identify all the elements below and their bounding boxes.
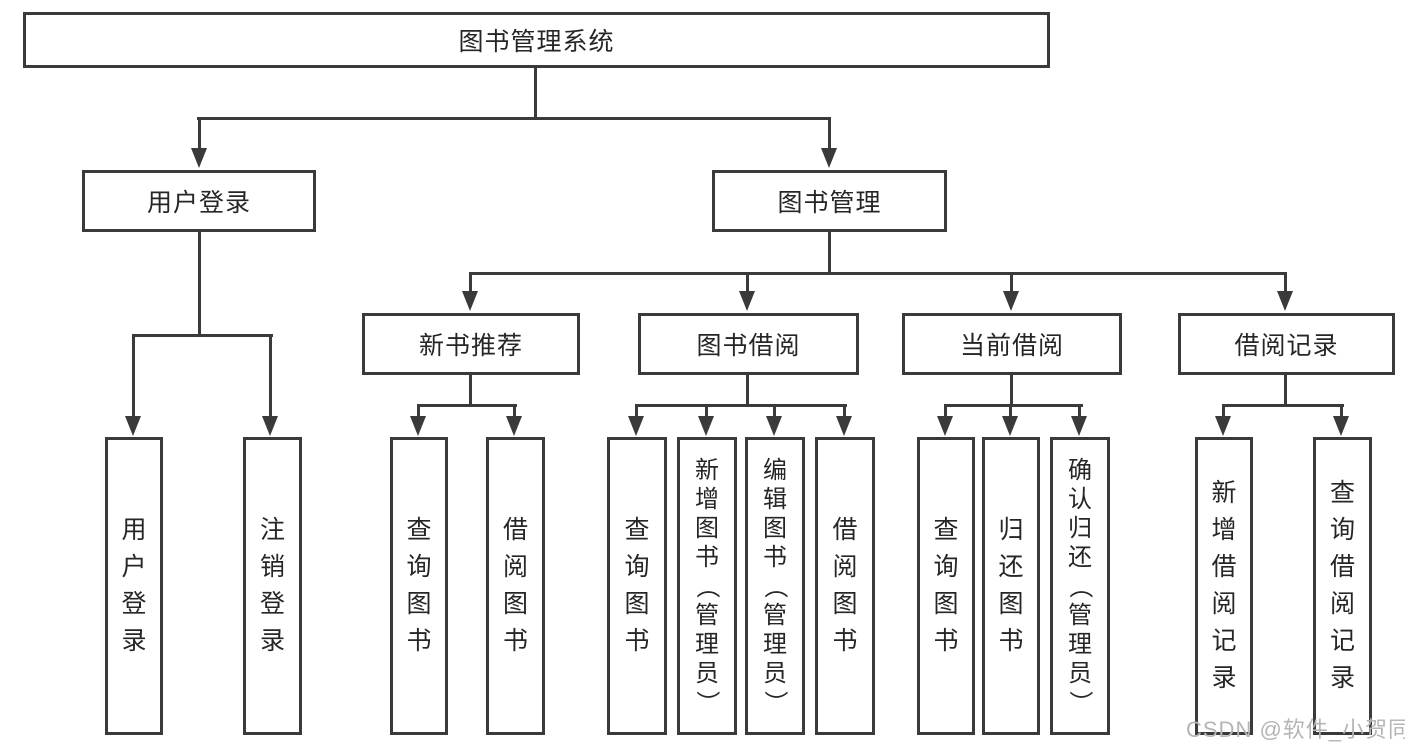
connector-line <box>198 117 201 150</box>
connector-line <box>828 117 831 150</box>
node-user-login: 用户登录 <box>82 170 316 232</box>
leaf-logout: 注销登录 <box>243 437 302 735</box>
arrowhead <box>125 416 141 436</box>
leaf-borrow-borrow-books: 借阅图书 <box>815 437 875 735</box>
connector-line <box>944 404 947 418</box>
arrowhead <box>1003 291 1019 311</box>
connector-line <box>1010 272 1013 293</box>
arrowhead <box>262 416 278 436</box>
leaf-label: 查询借阅记录 <box>1329 479 1355 692</box>
leaf-label: 查询图书 <box>624 516 650 655</box>
connector-line <box>746 272 749 293</box>
connector-line <box>635 404 847 407</box>
connector-line <box>1078 404 1081 418</box>
connector-line <box>198 232 201 336</box>
arrowhead <box>1002 416 1018 436</box>
leaf-label: 确认归还（管理员） <box>1066 456 1094 715</box>
arrowhead <box>462 291 478 311</box>
node-book-management: 图书管理 <box>712 170 947 232</box>
connector-line <box>132 334 135 418</box>
leaf-label: 编辑图书（管理员） <box>761 456 789 715</box>
arrowhead <box>766 416 782 436</box>
connector-line <box>513 404 516 418</box>
leaf-label: 查询图书 <box>933 516 959 655</box>
connector-line <box>1340 404 1343 418</box>
connector-line <box>843 404 846 418</box>
connector-line <box>1222 404 1225 418</box>
arrowhead <box>937 416 953 436</box>
arrowhead <box>191 148 207 168</box>
leaf-current-confirm-return-admin: 确认归还（管理员） <box>1050 437 1110 735</box>
connector-line <box>534 68 537 120</box>
csdn-watermark: CSDN @软件_小贺同学 <box>1186 717 1405 742</box>
arrowhead <box>1277 291 1293 311</box>
connector-line <box>269 334 272 418</box>
leaf-label: 查询图书 <box>406 516 432 655</box>
connector-line <box>469 272 472 293</box>
leaf-user-login: 用户登录 <box>105 437 163 735</box>
node-new-book-recommend: 新书推荐 <box>362 313 580 375</box>
connector-line <box>417 404 420 418</box>
leaf-label: 归还图书 <box>998 516 1024 655</box>
connector-line <box>635 404 638 418</box>
connector-line <box>944 404 1083 407</box>
connector-line <box>469 272 1287 275</box>
leaf-recommend-borrow-books: 借阅图书 <box>486 437 545 735</box>
arrowhead <box>1215 416 1231 436</box>
node-borrow-records: 借阅记录 <box>1178 313 1395 375</box>
connector-line <box>1009 404 1012 418</box>
arrowhead <box>739 291 755 311</box>
leaf-borrow-add-books-admin: 新增图书（管理员） <box>677 437 737 735</box>
arrowhead <box>1071 416 1087 436</box>
connector-line <box>746 375 749 407</box>
arrowhead <box>698 416 714 436</box>
leaf-label: 注销登录 <box>259 516 285 655</box>
connector-line <box>1010 375 1013 407</box>
leaf-records-add-record: 新增借阅记录 <box>1195 437 1253 735</box>
connector-line <box>417 404 517 407</box>
node-current-borrow: 当前借阅 <box>902 313 1122 375</box>
leaf-current-query-books: 查询图书 <box>917 437 975 735</box>
arrowhead <box>410 416 426 436</box>
connector-line <box>132 334 273 337</box>
node-library-management-system: 图书管理系统 <box>23 12 1050 68</box>
leaf-label: 新增图书（管理员） <box>693 456 721 715</box>
connector-line <box>773 404 776 418</box>
leaf-recommend-query-books: 查询图书 <box>390 437 448 735</box>
arrowhead <box>628 416 644 436</box>
connector-line <box>1284 375 1287 407</box>
connector-line <box>197 117 831 120</box>
connector-line <box>469 375 472 407</box>
leaf-borrow-query-books: 查询图书 <box>607 437 667 735</box>
leaf-label: 借阅图书 <box>832 516 858 655</box>
leaf-records-query-record: 查询借阅记录 <box>1313 437 1372 735</box>
connector-line <box>1222 404 1344 407</box>
arrowhead <box>836 416 852 436</box>
node-book-borrow: 图书借阅 <box>638 313 859 375</box>
arrowhead <box>821 148 837 168</box>
connector-line <box>828 232 831 274</box>
leaf-current-return-books: 归还图书 <box>982 437 1040 735</box>
connector-line <box>705 404 708 418</box>
leaf-label: 借阅图书 <box>502 516 528 655</box>
leaf-borrow-edit-books-admin: 编辑图书（管理员） <box>745 437 805 735</box>
connector-line <box>1284 272 1287 293</box>
leaf-label: 新增借阅记录 <box>1211 479 1237 692</box>
arrowhead <box>1333 416 1349 436</box>
leaf-label: 用户登录 <box>121 516 147 655</box>
arrowhead <box>506 416 522 436</box>
